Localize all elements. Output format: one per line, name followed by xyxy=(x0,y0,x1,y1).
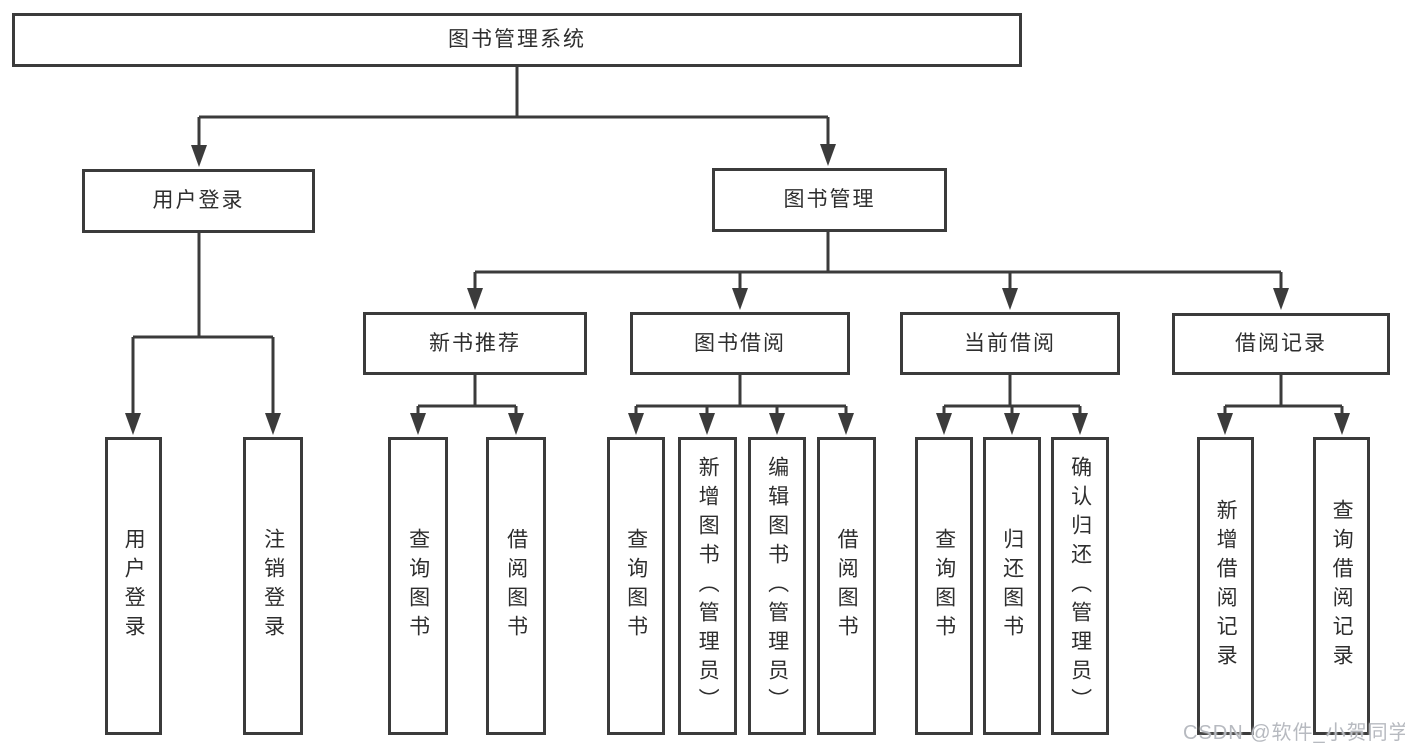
node-bb-query-books: 查询图书 xyxy=(607,437,665,735)
node-cb-return-books: 归还图书 xyxy=(983,437,1041,735)
csdn-watermark: CSDN @软件_小贺同学 xyxy=(1183,722,1405,744)
node-book-borrow: 图书借阅 xyxy=(630,312,850,375)
node-br-query-record: 查询借阅记录 xyxy=(1313,437,1370,735)
node-user-login-leaf: 用户登录 xyxy=(105,437,162,735)
connector-lines xyxy=(131,67,1344,416)
node-cb-query-books: 查询图书 xyxy=(915,437,973,735)
node-new-book-recommend: 新书推荐 xyxy=(363,312,587,375)
node-bb-add-books-admin: 新增图书（管理员） xyxy=(678,437,737,735)
node-user-login: 用户登录 xyxy=(82,169,315,233)
node-book-management: 图书管理 xyxy=(712,168,947,232)
node-logout: 注销登录 xyxy=(243,437,303,735)
node-bb-borrow-books: 借阅图书 xyxy=(817,437,876,735)
arrowhead-icons xyxy=(125,144,1350,435)
node-book-management-system: 图书管理系统 xyxy=(12,13,1022,67)
node-nbr-borrow-books: 借阅图书 xyxy=(486,437,546,735)
node-br-add-record: 新增借阅记录 xyxy=(1197,437,1254,735)
node-borrow-records: 借阅记录 xyxy=(1172,313,1390,375)
node-cb-confirm-return-admin: 确认归还（管理员） xyxy=(1051,437,1109,735)
node-current-borrow: 当前借阅 xyxy=(900,312,1120,375)
node-nbr-query-books: 查询图书 xyxy=(388,437,448,735)
node-bb-edit-books-admin: 编辑图书（管理员） xyxy=(748,437,806,735)
